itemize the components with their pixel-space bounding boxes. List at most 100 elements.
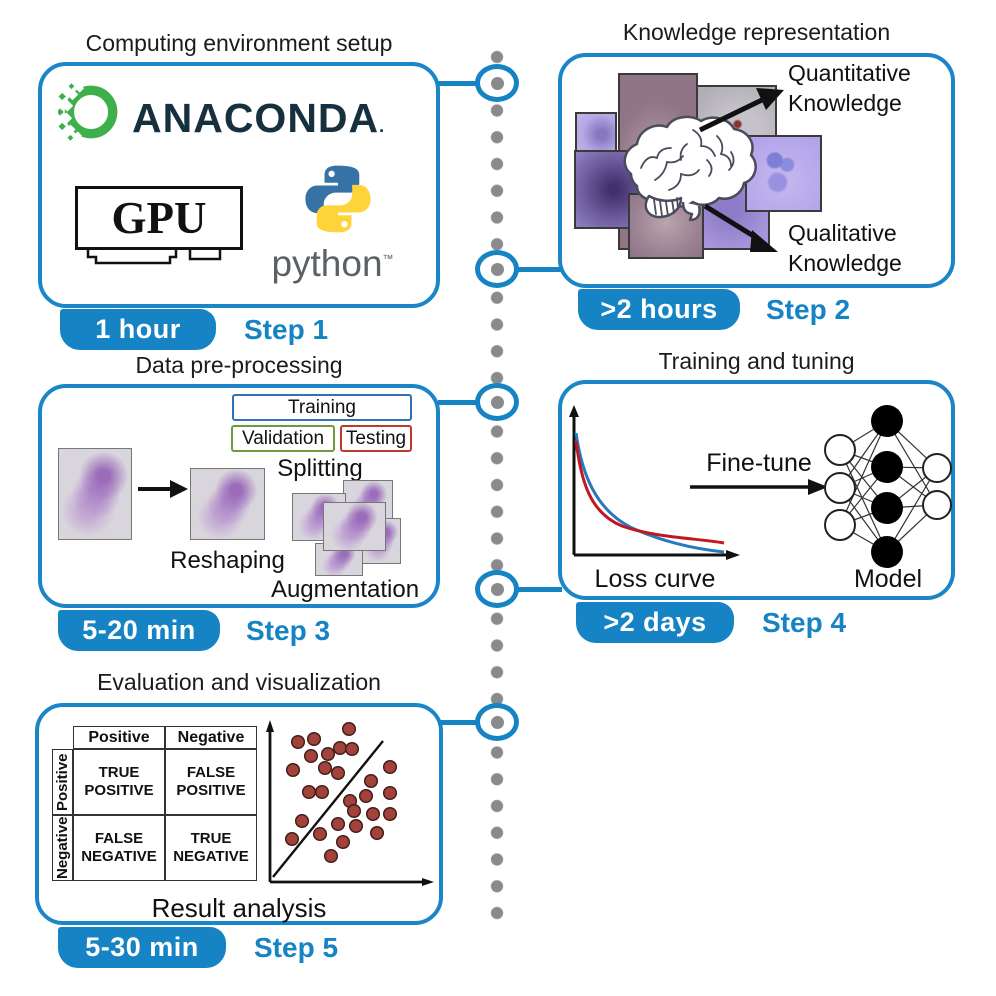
python-wordmark: python™ (271, 243, 394, 284)
python-logo-icon (305, 165, 371, 233)
arrow-to-quantitative-icon (698, 88, 784, 133)
scatter-point (330, 816, 346, 832)
confusion-matrix: Positive Negative Positive TRUE POSITIVE… (52, 726, 257, 881)
matrix-row-header: Positive (52, 749, 73, 815)
validation-loss-line (574, 440, 725, 545)
connector-step1 (438, 81, 478, 86)
validation-split-box: Validation (231, 425, 335, 452)
gpu-label: GPU (111, 193, 207, 243)
scatter-point (301, 784, 317, 800)
scatter-point (294, 813, 310, 829)
matrix-cell-true-negative: TRUE NEGATIVE (165, 815, 257, 881)
fine-tune-arrow-icon (690, 479, 828, 495)
splitting-label: Splitting (277, 455, 363, 482)
scatter-plot (266, 720, 434, 886)
step3-title: Data pre-processing (135, 352, 343, 378)
quantitative-knowledge-label: Quantitative Knowledge (788, 60, 911, 117)
timeline-node-dot (490, 582, 504, 596)
reshaping-label: Reshaping (170, 547, 285, 574)
timeline-node-step4 (475, 570, 519, 608)
scatter-point (382, 806, 398, 822)
connector-step2 (515, 267, 562, 272)
matrix-cell-false-positive: FALSE POSITIVE (165, 749, 257, 815)
scatter-point (320, 746, 336, 762)
cell-image-reshaped (190, 468, 265, 540)
connector-step5 (438, 720, 478, 725)
gpu-card: GPU (75, 186, 243, 250)
timeline-node-dot (490, 76, 504, 90)
augmentation-label: Augmentation (270, 576, 420, 603)
scatter-point (317, 760, 333, 776)
training-loss-line (574, 432, 725, 554)
timeline-node-dot (490, 715, 504, 729)
step5-label: Step 5 (254, 932, 339, 963)
scatter-point (341, 721, 357, 737)
scatter-point (358, 788, 374, 804)
scatter-point (365, 806, 381, 822)
cell-image-original (58, 448, 132, 540)
timeline-node-step5 (475, 703, 519, 741)
reshape-arrow-icon (138, 480, 188, 498)
model-label: Model (853, 565, 923, 593)
scatter-point (312, 826, 328, 842)
neural-network-icon (824, 405, 952, 568)
anaconda-wordmark: ANACONDA. (132, 95, 386, 141)
microscopy-image (575, 112, 617, 153)
timeline-node-step1 (475, 64, 519, 102)
scatter-point (314, 784, 330, 800)
augmented-image (323, 502, 386, 551)
loss-curve-label: Loss curve (594, 565, 716, 593)
scatter-point (306, 731, 322, 747)
timeline-node-dot (490, 395, 504, 409)
step4-title: Training and tuning (658, 348, 855, 374)
scatter-point (332, 740, 348, 756)
brain-icon (623, 115, 757, 222)
step2-label: Step 2 (766, 294, 851, 325)
scatter-point (335, 834, 351, 850)
connector-step4 (515, 587, 562, 592)
anaconda-trademark-dot: . (379, 116, 386, 136)
step3-label: Step 3 (246, 615, 331, 646)
scatter-point (348, 818, 364, 834)
scatter-point (323, 848, 339, 864)
matrix-corner (52, 726, 73, 749)
step4-duration-badge: >2 days (576, 602, 734, 643)
fine-tune-label: Fine-tune (706, 449, 812, 477)
matrix-row-header: Negative (52, 815, 73, 881)
step4-label: Step 4 (762, 607, 847, 638)
anaconda-logo-icon (58, 83, 118, 141)
microscopy-image (745, 135, 822, 212)
scatter-point (369, 825, 385, 841)
step1-title: Computing environment setup (85, 30, 393, 56)
step5-duration-badge: 5-30 min (58, 927, 226, 968)
matrix-cell-false-negative: FALSE NEGATIVE (73, 815, 165, 881)
scatter-point (285, 762, 301, 778)
scatter-point (303, 748, 319, 764)
step1-duration-badge: 1 hour (60, 309, 216, 350)
loss-curve-plot (569, 405, 740, 560)
scatter-point (382, 785, 398, 801)
scatter-point (346, 803, 362, 819)
matrix-col-header: Positive (73, 726, 165, 749)
timeline-dotted-line (490, 44, 504, 929)
step1-panel (38, 62, 440, 308)
connector-step3 (438, 400, 478, 405)
scatter-point (330, 765, 346, 781)
decision-line (272, 740, 384, 878)
step2-duration-badge: >2 hours (578, 289, 740, 330)
matrix-cell-true-positive: TRUE POSITIVE (73, 749, 165, 815)
python-tm-mark: ™ (382, 253, 394, 266)
matrix-col-header: Negative (165, 726, 257, 749)
arrow-to-qualitative-icon (703, 203, 778, 252)
timeline-node-step2 (475, 250, 519, 288)
scatter-dots (284, 721, 398, 864)
scatter-point (290, 734, 306, 750)
step3-duration-badge: 5-20 min (58, 610, 220, 651)
scatter-point (344, 741, 360, 757)
timeline-node-step3 (475, 383, 519, 421)
gpu-pins-icon (86, 250, 222, 265)
scatter-point (284, 831, 300, 847)
timeline-node-dot (490, 262, 504, 276)
training-split-box: Training (232, 394, 412, 421)
